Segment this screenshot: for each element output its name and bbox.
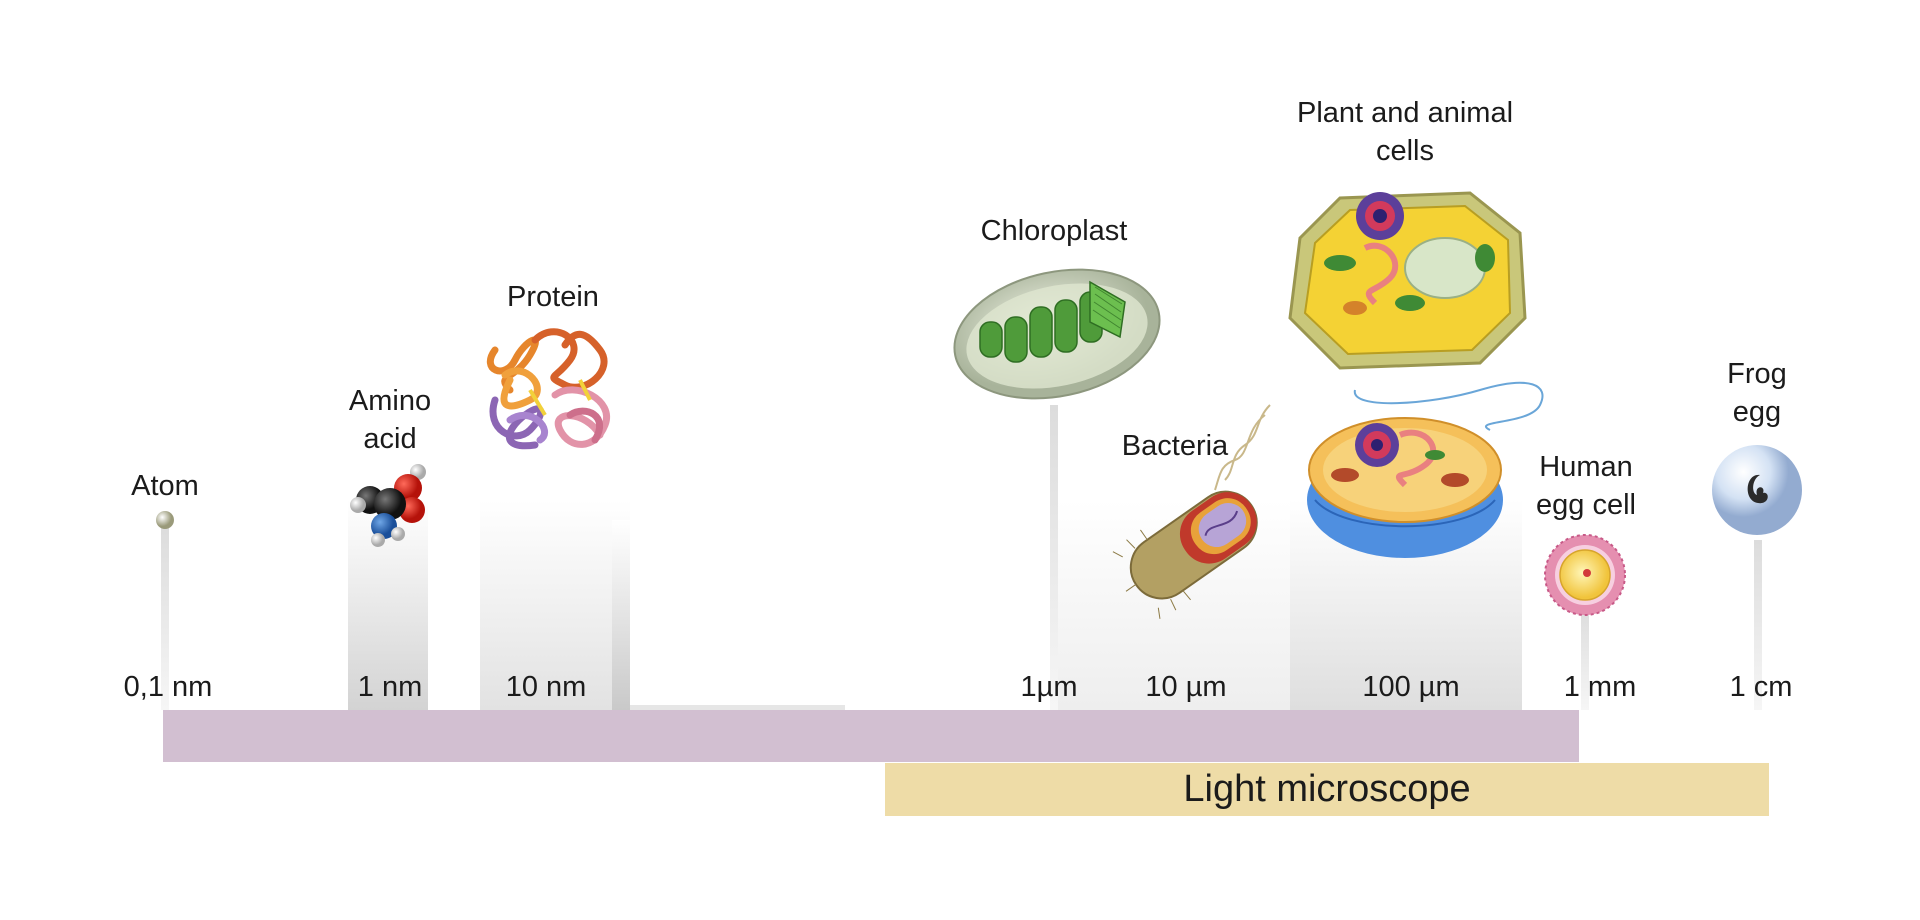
animal-cell-icon bbox=[1307, 417, 1503, 558]
scale-label-0-1nm: 0,1 nm bbox=[123, 671, 213, 703]
scale-label-1cm: 1 cm bbox=[1729, 671, 1793, 703]
scale-label-1nm: 1 nm bbox=[357, 671, 423, 703]
label-chloroplast: Chloroplast bbox=[980, 215, 1128, 247]
atom-icon bbox=[156, 511, 174, 529]
scale-label-100um: 100 µm bbox=[1362, 671, 1460, 703]
electron-microscope-range-bar bbox=[163, 710, 1579, 762]
connector-line bbox=[1353, 381, 1544, 431]
scale-label-10um: 10 µm bbox=[1145, 671, 1227, 703]
label-atom: Atom bbox=[131, 470, 199, 502]
label-protein: Protein bbox=[507, 281, 599, 313]
stem-frog-egg bbox=[1754, 540, 1762, 710]
amino-acid-molecule-icon bbox=[350, 464, 426, 547]
bacteria-icon bbox=[1112, 404, 1271, 619]
label-frog-egg: Frog egg bbox=[1727, 358, 1787, 428]
scale-label-1um: 1µm bbox=[1020, 671, 1078, 703]
shade-protein bbox=[480, 500, 630, 710]
label-plant-animal-cells: Plant and animal cells bbox=[1296, 97, 1514, 167]
protein-icon bbox=[486, 328, 611, 450]
plant-cell-icon bbox=[1288, 191, 1527, 370]
human-egg-cell-icon bbox=[1544, 534, 1626, 616]
label-bacteria: Bacteria bbox=[1121, 430, 1229, 462]
scale-label-1mm: 1 mm bbox=[1563, 671, 1637, 703]
light-microscope-label: Light microscope bbox=[1183, 768, 1471, 810]
stem-human-egg bbox=[1581, 605, 1589, 710]
label-amino-acid: Amino acid bbox=[348, 385, 432, 455]
label-human-egg-cell: Human egg cell bbox=[1536, 451, 1636, 521]
shade-protein-edge bbox=[612, 520, 630, 710]
stem-chloroplast bbox=[1050, 405, 1058, 710]
chloroplast-icon bbox=[953, 268, 1161, 400]
shade-thin-line bbox=[630, 705, 845, 710]
light-microscope-range-bar: Light microscope bbox=[885, 763, 1769, 816]
frog-egg-icon bbox=[1712, 445, 1802, 535]
scale-label-10nm: 10 nm bbox=[505, 671, 587, 703]
stem-atom bbox=[161, 525, 169, 710]
